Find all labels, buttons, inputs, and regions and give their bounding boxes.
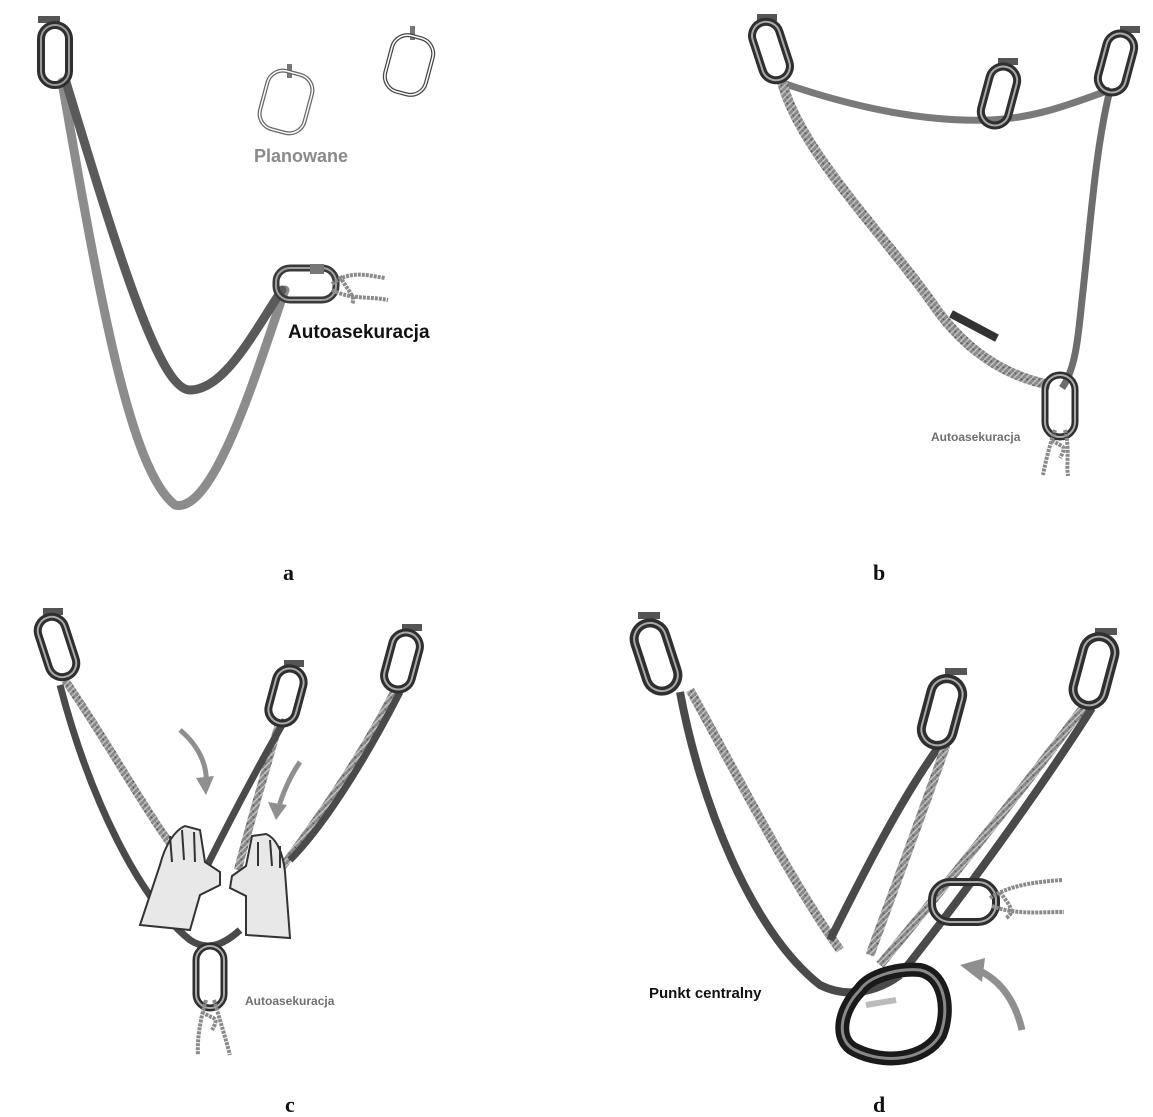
carabiner-icon	[256, 64, 316, 137]
central-point-label: Punkt centralny	[649, 985, 762, 1002]
carabiner-icon	[265, 665, 307, 726]
sling-icon	[62, 82, 285, 505]
panel-letter-b: b	[873, 560, 885, 585]
self-belay-label-b: Autoasekuracja	[931, 430, 1021, 444]
arrow-icon	[268, 762, 300, 820]
carabiner-icon	[918, 675, 967, 749]
carabiner-icon	[630, 619, 682, 695]
carabiner-icon	[1045, 375, 1075, 437]
panel-letter-c: c	[285, 1092, 295, 1117]
sling-icon	[870, 745, 946, 955]
anchor-bolt-icon	[945, 668, 967, 675]
panel-letter-d: d	[873, 1092, 885, 1117]
panel-b	[748, 14, 1140, 476]
panel-c	[34, 608, 423, 1055]
sling-icon	[1062, 90, 1110, 388]
hand-icon	[230, 834, 290, 938]
carabiner-icon	[1095, 30, 1138, 95]
carabiner-icon	[1069, 633, 1118, 709]
carabiner-icon	[381, 629, 423, 692]
carabiner-icon	[196, 946, 224, 1008]
arrow-icon	[960, 958, 1022, 1030]
anchor-bolt-icon	[638, 612, 660, 619]
planned-label: Planowane	[254, 146, 348, 166]
panel-letter-a: a	[283, 560, 294, 585]
panel-a	[38, 16, 437, 505]
carabiner-icon	[748, 18, 793, 84]
sling-icon	[66, 82, 282, 390]
rope-knot-icon	[332, 275, 388, 304]
carabiner-icon	[381, 26, 437, 98]
self-belay-label-c: Autoasekuracja	[245, 994, 335, 1008]
carabiner-icon	[34, 613, 80, 681]
sling-icon	[780, 82, 1110, 120]
self-belay-label-a: Autoasekuracja	[288, 322, 430, 343]
arrow-icon	[180, 730, 214, 795]
carabiner-icon	[41, 25, 69, 85]
hand-icon	[140, 826, 220, 930]
sling-icon	[782, 82, 1050, 385]
rope-knot-icon	[990, 880, 1064, 918]
